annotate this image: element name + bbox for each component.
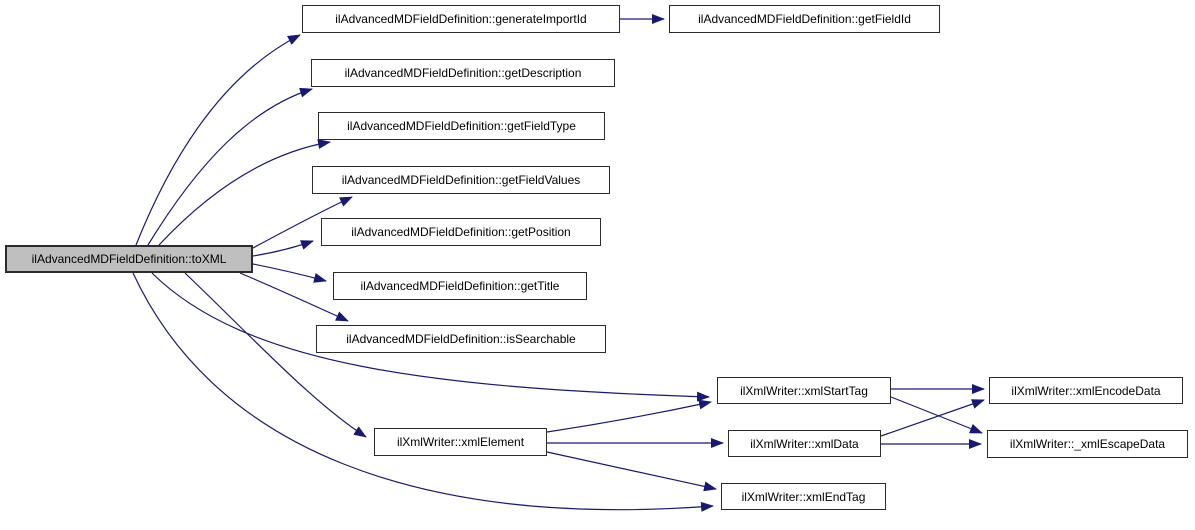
node-getFieldValues[interactable]: ilAdvancedMDFieldDefinition::getFieldVal… bbox=[312, 166, 610, 194]
node-getTitle[interactable]: ilAdvancedMDFieldDefinition::getTitle bbox=[333, 272, 587, 300]
node-getPosition[interactable]: ilAdvancedMDFieldDefinition::getPosition bbox=[321, 218, 601, 246]
edge-toXML-getTitle bbox=[252, 263, 327, 283]
node-xmlEscapeData[interactable]: ilXmlWriter::_xmlEscapeData bbox=[987, 430, 1188, 458]
node-xmlElement[interactable]: ilXmlWriter::xmlElement bbox=[374, 428, 547, 456]
node-getDescription[interactable]: ilAdvancedMDFieldDefinition::getDescript… bbox=[311, 59, 615, 87]
edge-xmlElement-xmlStartTag bbox=[546, 399, 712, 433]
node-xmlData[interactable]: ilXmlWriter::xmlData bbox=[728, 430, 881, 457]
node-xmlEncodeData[interactable]: ilXmlWriter::xmlEncodeData bbox=[989, 377, 1183, 404]
edge-toXML-getFieldType bbox=[158, 139, 331, 246]
node-isSearchable[interactable]: ilAdvancedMDFieldDefinition::isSearchabl… bbox=[316, 325, 606, 353]
edge-toXML-getFieldValues bbox=[252, 196, 353, 249]
node-getFieldId[interactable]: ilAdvancedMDFieldDefinition::getFieldId bbox=[669, 5, 940, 33]
edge-xmlData-xmlEncodeData bbox=[880, 399, 985, 437]
node-toXML[interactable]: ilAdvancedMDFieldDefinition::toXML bbox=[5, 245, 253, 273]
edge-toXML-getDescription bbox=[147, 87, 313, 246]
node-getFieldType[interactable]: ilAdvancedMDFieldDefinition::getFieldTyp… bbox=[318, 112, 605, 140]
node-xmlStartTag[interactable]: ilXmlWriter::xmlStartTag bbox=[717, 377, 891, 404]
edge-toXML-getPosition bbox=[252, 240, 314, 257]
edge-xmlStartTag-xmlEscapeData bbox=[890, 396, 983, 434]
edge-xmlElement-xmlEndTag bbox=[546, 451, 717, 492]
edge-toXML-xmlEndTag bbox=[132, 272, 714, 512]
edge-toXML-xmlStartTag bbox=[151, 272, 710, 402]
edge-toXML-isSearchable bbox=[239, 272, 349, 322]
node-generateImportId[interactable]: ilAdvancedMDFieldDefinition::generateImp… bbox=[302, 5, 620, 33]
edge-toXML-generateImportId bbox=[135, 34, 301, 246]
edge-toXML-xmlElement bbox=[184, 272, 367, 438]
node-xmlEndTag[interactable]: ilXmlWriter::xmlEndTag bbox=[721, 483, 886, 510]
